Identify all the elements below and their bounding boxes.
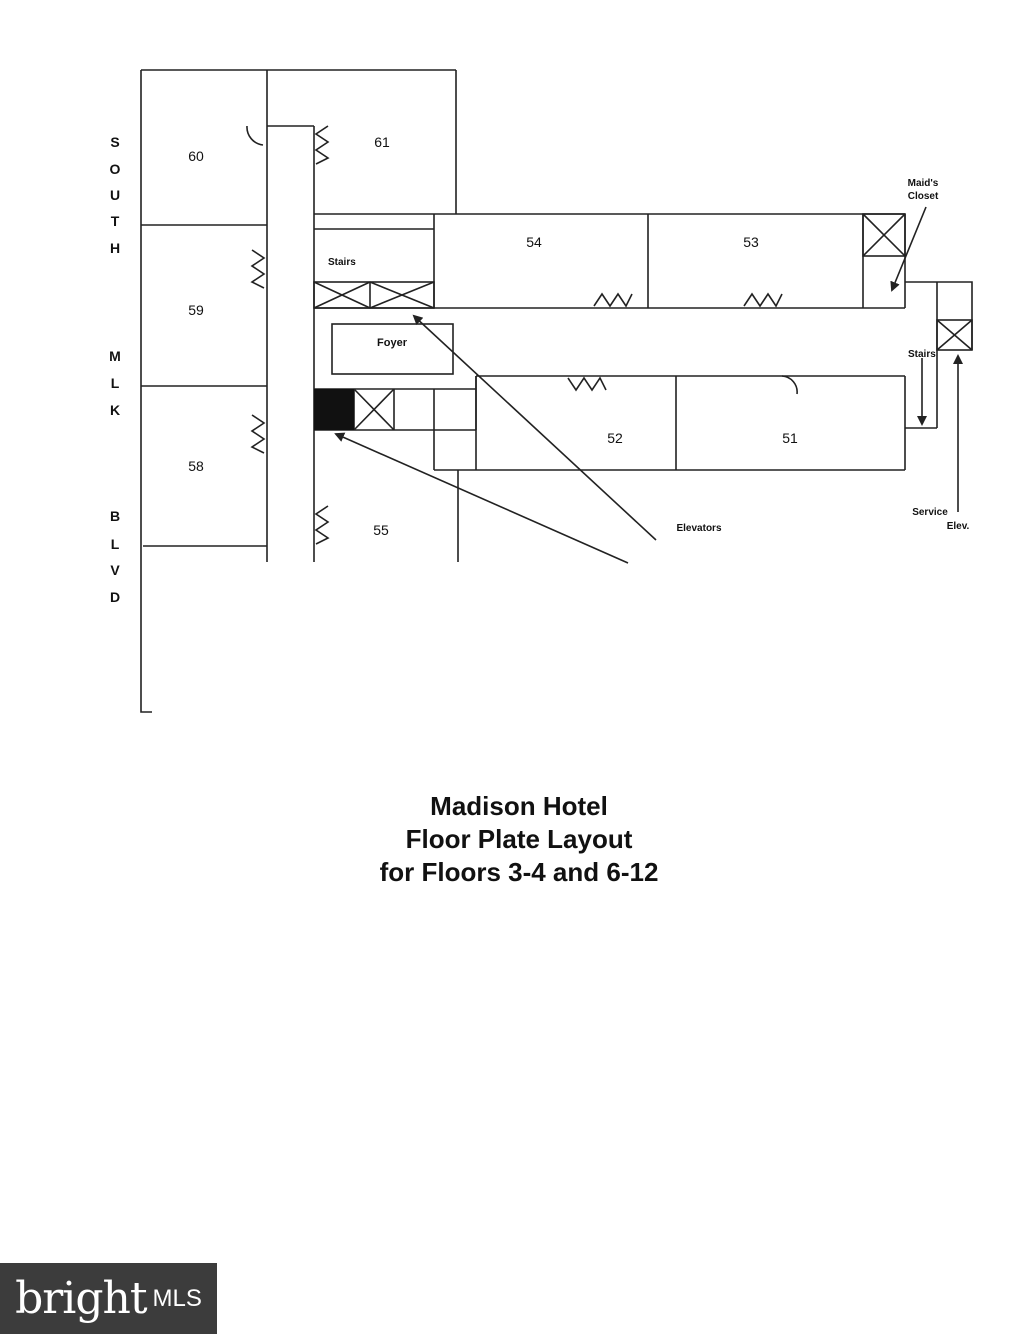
title-line: Floor Plate Layout xyxy=(405,824,633,854)
logo-suffix: MLS xyxy=(152,1284,202,1312)
street-letter: B xyxy=(110,508,120,524)
street-letter: U xyxy=(110,187,120,203)
door-zigzag xyxy=(314,505,330,545)
service-elev-label: Elev. xyxy=(947,521,970,532)
street-label: S O U T H M L K B L V D xyxy=(109,134,121,605)
foyer-box xyxy=(331,323,454,375)
door-swing xyxy=(781,375,798,395)
bright-mls-logo: bright MLS xyxy=(0,1263,217,1334)
service-elev-label: Service xyxy=(912,507,948,518)
room-60: 60 xyxy=(188,148,204,164)
arrow-maids-closet xyxy=(890,206,927,292)
street-letter: M xyxy=(109,348,121,364)
door-zigzag xyxy=(250,249,266,289)
arrow-elevators-1 xyxy=(412,314,657,541)
room-59: 59 xyxy=(188,302,204,318)
elevator-solid-box xyxy=(314,389,354,430)
building-left-wall xyxy=(140,70,152,713)
logo-brand: bright xyxy=(15,1273,147,1324)
stairs-right-label: Stairs xyxy=(908,349,936,360)
maids-closet-label: Maid's xyxy=(908,178,939,189)
room-61: 61 xyxy=(374,134,390,150)
door-swing xyxy=(246,125,264,146)
room-52: 52 xyxy=(607,430,623,446)
title-line: Madison Hotel xyxy=(430,791,608,821)
floor-plan-diagram: S O U T H M L K B L V D 60 61 59 58 55 5… xyxy=(109,69,973,713)
street-letter: L xyxy=(111,375,120,391)
room-51: 51 xyxy=(782,430,798,446)
stairs-left-label: Stairs xyxy=(328,257,356,268)
street-letter: L xyxy=(111,536,120,552)
street-letter: O xyxy=(110,161,121,177)
street-letter: V xyxy=(110,562,120,578)
page-title: Madison Hotel Floor Plate Layout for Flo… xyxy=(0,790,1024,889)
door-zigzag xyxy=(250,414,266,454)
street-letter: T xyxy=(111,213,120,229)
foyer-label: Foyer xyxy=(377,337,408,349)
door-zigzag xyxy=(593,292,633,308)
door-zigzag xyxy=(743,292,783,308)
street-letter: K xyxy=(110,402,120,418)
title-line: for Floors 3-4 and 6-12 xyxy=(379,857,659,887)
door-zigzag xyxy=(314,125,330,165)
arrow-elevators-2 xyxy=(334,432,629,564)
maids-closet-label: Closet xyxy=(908,191,939,202)
room-53: 53 xyxy=(743,234,759,250)
street-letter: H xyxy=(110,240,120,256)
room-55: 55 xyxy=(373,522,389,538)
room-58: 58 xyxy=(188,458,204,474)
maids-closet-box xyxy=(862,213,906,257)
stair-wall xyxy=(905,281,973,350)
room-54: 54 xyxy=(526,234,542,250)
service-elevator-box xyxy=(936,319,973,351)
door-zigzag xyxy=(567,376,607,392)
elevators-label: Elevators xyxy=(676,523,721,534)
street-letter: S xyxy=(110,134,119,150)
stairs-box xyxy=(313,281,435,309)
street-letter: D xyxy=(110,589,120,605)
